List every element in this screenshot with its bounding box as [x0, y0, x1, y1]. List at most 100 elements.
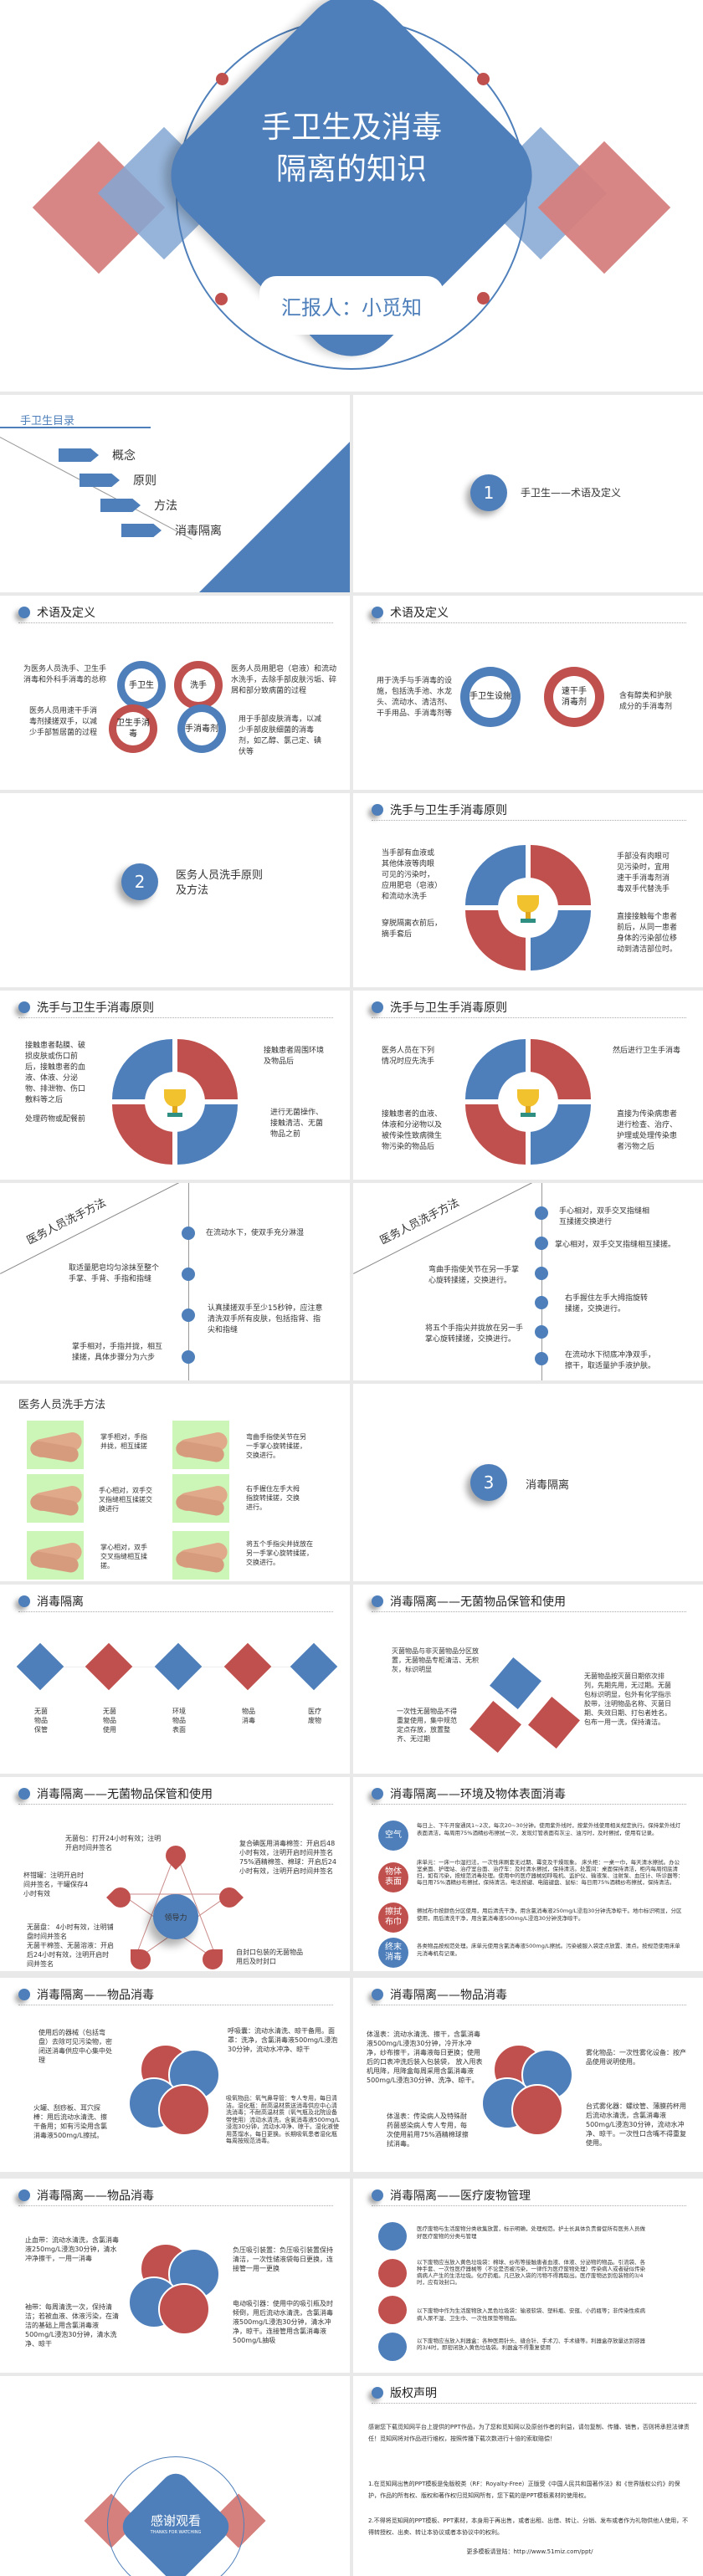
- slide-header-title: 消毒隔离——物品消毒: [390, 1989, 507, 2002]
- copyright-paragraph: 2.不得将觅知网的PPT模板、PPT素材，本身用于再出售，或者出租、出借、转让、…: [368, 2517, 689, 2536]
- diamond-item-2[interactable]: [85, 1642, 133, 1691]
- arrow-tag-icon: [59, 448, 99, 462]
- slide-header: 洗手与卫生手消毒原则: [18, 999, 154, 1016]
- toc-item-1[interactable]: 概念: [59, 447, 136, 463]
- cover-title: 手卫生及消毒 隔离的知识: [209, 107, 494, 191]
- bullet-dot-icon: [372, 1788, 383, 1800]
- toc-corner-triangle: [199, 442, 350, 592]
- toc-item-2[interactable]: 原则: [80, 472, 157, 489]
- decor-dot-bl: [215, 293, 228, 305]
- item-text: 吸氧物品：氧气鼻导管：专人专用，每日清洁。湿化瓶：耐高温材质送消毒供应中心清洗消…: [226, 2095, 340, 2144]
- gear-trophy-graphic: [465, 1039, 591, 1165]
- header-divider: [372, 2403, 696, 2404]
- slide-item-disinfection-2: 消毒隔离——物品消毒 体温表：流动水清洗、擦干，含氯消毒液500mg/L浸泡30…: [353, 1978, 703, 2172]
- env-text: 擦拭布巾按颜色分区使用，用后清洗干净，用含氯消毒液250mg/L浸泡30分钟洗净…: [417, 1908, 682, 1922]
- slide-isolation-overview: 消毒隔离 无菌物品保管 无菌物品使用 环境物品表面 物品消毒 医疗废物: [0, 1585, 350, 1774]
- toc-title: 手卫生目录: [20, 415, 75, 428]
- term-desc: 医务人员用肥皂（皂液）和流动水洗手，去除手部皮肤污垢、碎屑和部分致病菌的过程: [231, 665, 337, 695]
- ring-label: 手消毒剂: [184, 711, 219, 746]
- slide-header: 消毒隔离——物品消毒: [18, 2187, 154, 2204]
- slide-header: 术语及定义: [18, 604, 95, 621]
- photo-caption: 掌心相对，双手交叉指缝相互揉搓。: [100, 1544, 147, 1570]
- section-title: 手卫生——术语及定义: [521, 487, 622, 499]
- bullet-dot-icon: [372, 804, 383, 816]
- toc-item-label: 消毒隔离: [175, 525, 222, 538]
- env-text: 床单元：一床一巾湿扫法，一次性床刷套无过期、霉变及干燥现象。 床头柜：一桌一巾，…: [417, 1859, 684, 1886]
- decor-dot-tr: [477, 73, 490, 85]
- timeline-dot: [535, 1206, 548, 1220]
- diamond-item-5[interactable]: [290, 1642, 338, 1691]
- header-divider: [18, 2205, 333, 2206]
- ring-label: 手卫生设施: [469, 675, 512, 719]
- slide-header-title: 消毒隔离——物品消毒: [37, 2189, 154, 2203]
- ring-label: 洗手: [181, 668, 216, 703]
- waste-text: 以下废物应当放入黄色垃圾袋：棉球、纱布等接触患者血液、体液、分泌物的物品。引流袋…: [417, 2259, 645, 2286]
- header-divider: [372, 1017, 686, 1018]
- env-badge-surface: 物体表面: [378, 1862, 408, 1892]
- ring-hand-disinfectant: 手消毒剂: [177, 704, 226, 753]
- term-desc: 用于洗手与手消毒的设施，包括洗手池、水龙头、流动水、清洁剂、干手用品、手消毒剂等: [377, 677, 453, 718]
- timeline-dot: [182, 1350, 195, 1364]
- square-blue: [490, 1657, 541, 1709]
- ring-label: 卫生手消毒: [115, 711, 151, 746]
- copyright-paragraph: 感谢您下载觅知网平台上提供的PPT作品，为了您和觅知网以及原创作者的利益，请勿复…: [368, 2424, 690, 2442]
- gear-trophy-graphic: [112, 1039, 238, 1165]
- bullet-dot-icon: [372, 1989, 383, 2000]
- thanks-subtitle: THANKS FOR WATCHING: [150, 2530, 202, 2535]
- header-divider: [372, 1804, 686, 1805]
- waste-text: 以下废物应当放入利器盒：各种医用针头、缝合针、手术刀、手术缝等。利器盒存放量达到…: [417, 2338, 645, 2351]
- toc-item-label: 概念: [112, 449, 136, 463]
- slide-principles-3: 洗手与卫生手消毒原则 医务人员在下列情况时应先洗手 然后进行卫生手消毒 接触患者…: [353, 991, 703, 1180]
- term-desc: 为医务人员洗手、卫生手消毒和外科手消毒的总称: [23, 665, 107, 684]
- waste-bullet-circle: [378, 2222, 407, 2251]
- photo-caption: 将五个手指尖并拢放在另一手掌心旋转揉搓，交换进行。: [246, 1540, 313, 1566]
- diamond-label: 医疗废物: [308, 1708, 321, 1724]
- ring-hygiene-facilities: 手卫生设施: [460, 667, 521, 727]
- copyright-paragraph: 1.在觅知网出售的PPT模板是免版税类（RF：Royalty-Free）正版受《…: [368, 2481, 680, 2499]
- toc-item-3[interactable]: 方法: [100, 497, 177, 514]
- slide-terms-2: 术语及定义 手卫生设施 速干手消毒剂 用于洗手与手消毒的设施，包括洗手池、水龙头…: [353, 596, 703, 790]
- slide-header: 术语及定义: [372, 604, 449, 621]
- bullet-dot-icon: [372, 607, 383, 618]
- rule-text: 杯钳罐：注明开启时间并签名，干罐保存4小时有效: [23, 1872, 89, 1897]
- slide-environment-disinfection: 消毒隔离——环境及物体表面消毒 空气 物体表面 擦拭布巾 终末消毒 每日上、下午…: [353, 1777, 703, 1971]
- timeline-step: 将五个手指尖并拢放在另一手掌心旋转揉搓，交换进行。: [425, 1324, 524, 1344]
- thanks-title: 感谢观看: [150, 2513, 201, 2528]
- petal-bottom-left: [131, 1949, 151, 1969]
- header-divider: [18, 1611, 333, 1612]
- slide-header-title: 消毒隔离——医疗废物管理: [390, 2189, 531, 2203]
- slide-header-title: 术语及定义: [37, 607, 95, 620]
- item-text: 雾化物品：一次性雾化设备：按产品使用说明使用。: [586, 2049, 686, 2066]
- diamond-item-1[interactable]: [16, 1642, 64, 1691]
- timeline-step: 弯曲手指使关节在另一手掌心旋转揉搓，交换进行。: [428, 1266, 520, 1285]
- toc-item-4[interactable]: 消毒隔离: [121, 522, 222, 539]
- diamond-item-4[interactable]: [223, 1642, 272, 1691]
- presenter: 汇报人：小觅知: [281, 296, 422, 320]
- header-divider: [372, 622, 686, 623]
- slide-header: 消毒隔离——环境及物体表面消毒: [372, 1785, 566, 1802]
- header-divider: [18, 1017, 333, 1018]
- ring-quick-dry-disinfectant: 速干手消毒剂: [544, 667, 604, 727]
- header-divider: [372, 1611, 686, 1612]
- header-divider: [372, 820, 686, 821]
- photo-caption: 弯曲手指使关节在另一手掌心旋转揉搓，交换进行。: [246, 1433, 306, 1459]
- item-text: 火罐、刮痧板、耳穴探棒：用后流动水清洗、擦干备用；如有污染用含氯消毒液500mg…: [33, 2104, 107, 2139]
- slide-header: 消毒隔离——无菌物品保管和使用: [372, 1593, 566, 1610]
- slide-header: 消毒隔离——物品消毒: [372, 1986, 507, 2003]
- item-text: 袖带：每周清洗一次，保持清洁；若被血液、体液污染，在清洁的基础上用含氯消毒液50…: [25, 2303, 119, 2348]
- diamond-item-3[interactable]: [154, 1642, 203, 1691]
- sterile-text: 一次性无菌物品不得重复使用，集中规范定点存放，放置整齐、无过期: [397, 1708, 457, 1743]
- waste-bullet-circle: [378, 2259, 407, 2287]
- rule-text: 自封口包装的无菌物品用后及时封口: [236, 1949, 303, 1965]
- presenter-plate: [259, 276, 444, 335]
- timeline-dot: [182, 1308, 195, 1322]
- center-label: 领导力: [164, 1913, 187, 1923]
- cover-title-line1: 手卫生及消毒: [260, 110, 442, 145]
- principle-text: 然后进行卫生手消毒: [613, 1047, 681, 1055]
- copyright-footer-link[interactable]: 更多模板请登陆：http://www.51miz.com/ppt/: [466, 2548, 593, 2555]
- slide-header-title: 版权声明: [390, 2387, 437, 2400]
- sterile-text: 无菌物品按灭菌日期依次排列，先期先用，无过期。无菌包标识明显，包外有化学指示胶带…: [584, 1672, 671, 1726]
- item-text: 呼吸囊：流动水清洗、晾干备用。面罩：洗净，含氯消毒液500mg/L浸泡30分钟，…: [228, 2027, 338, 2053]
- photo-caption: 掌手相对，手指并拢，相互揉搓: [100, 1433, 147, 1450]
- slide-section-2: 2 医务人员洗手原则及方法: [0, 793, 350, 987]
